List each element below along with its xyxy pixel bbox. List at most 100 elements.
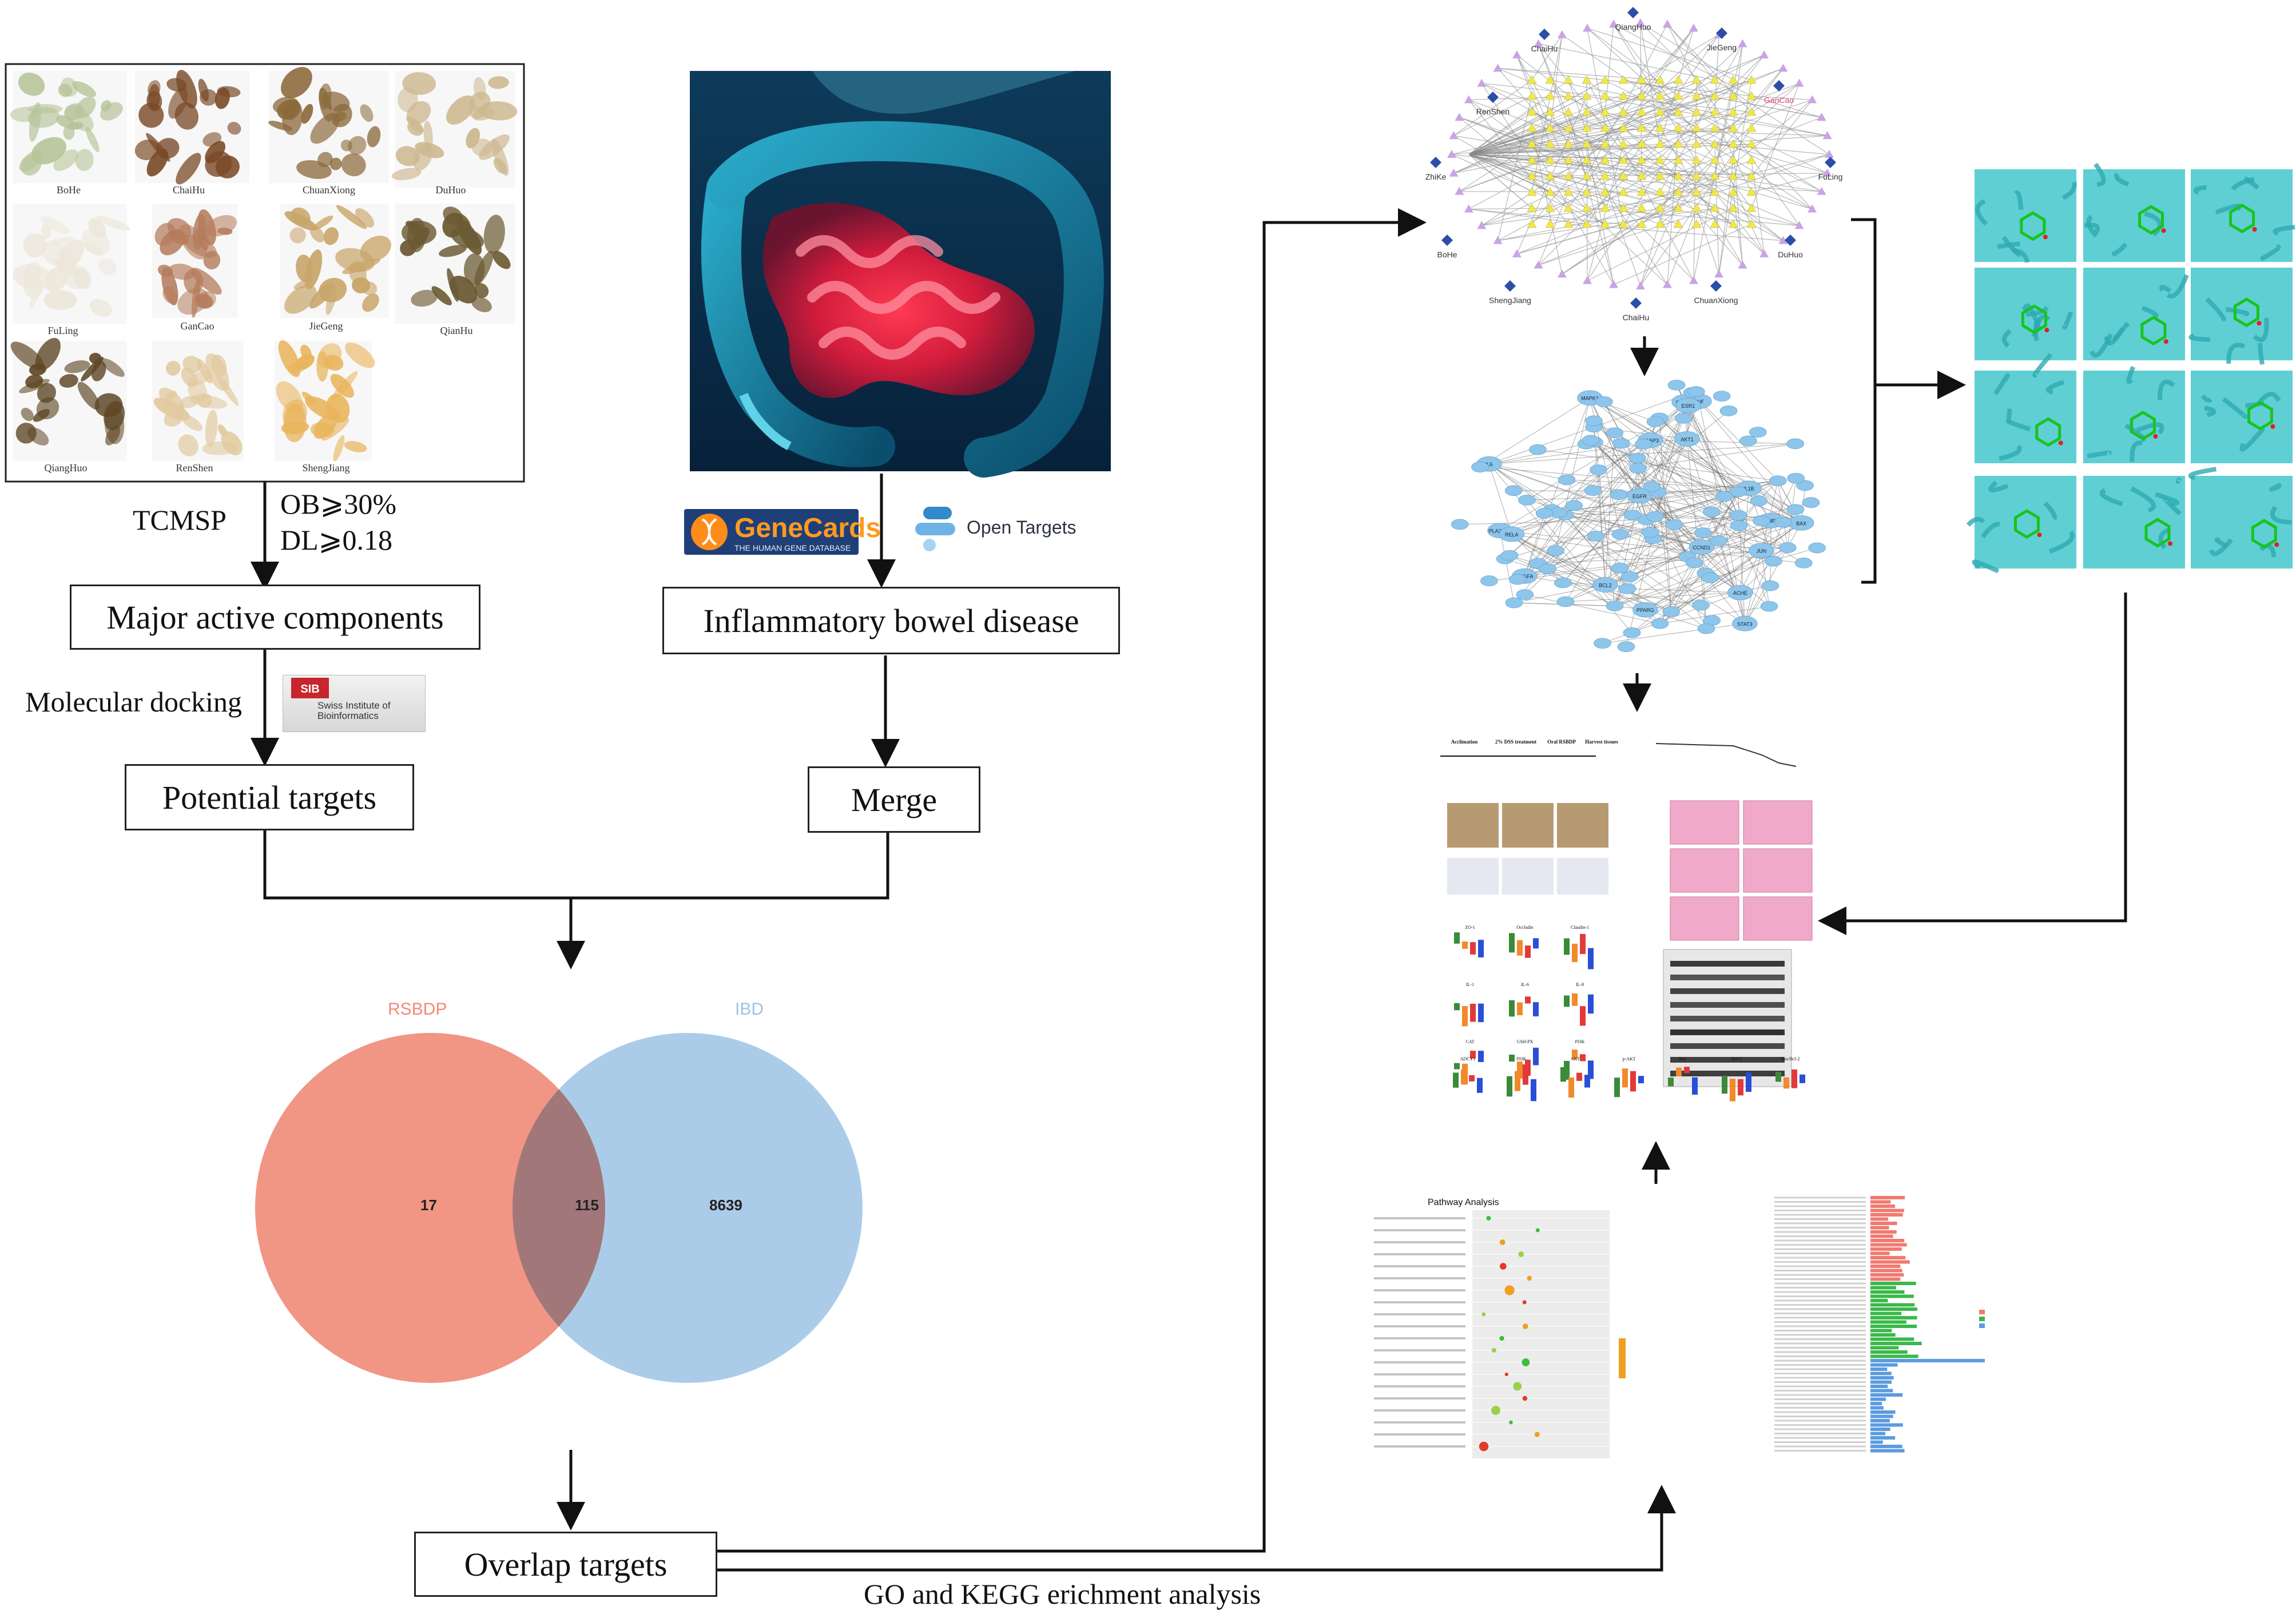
target-node — [1655, 123, 1665, 132]
protein-ribbon — [2258, 343, 2265, 365]
compound-node — [1583, 23, 1592, 32]
go-bar — [1870, 1260, 1910, 1264]
marker-label: Bcl-2 — [1731, 1056, 1742, 1062]
herb-label: BoHe — [57, 184, 81, 196]
compound-node — [1464, 204, 1473, 213]
ppi-edge — [1650, 440, 1675, 525]
ppi-node — [1641, 527, 1659, 538]
marker-bar — [1564, 938, 1570, 955]
go-term-label — [1774, 1441, 1866, 1443]
network-edge — [1468, 154, 1532, 161]
target-node — [1582, 123, 1592, 132]
venn-count-overlap: 115 — [575, 1196, 599, 1214]
compound-node — [1662, 280, 1672, 288]
go-term-label — [1774, 1214, 1866, 1216]
network-edge — [1538, 208, 1679, 266]
target-node — [1636, 139, 1647, 148]
marker-label: Claudin-1 — [1571, 925, 1589, 930]
kegg-term-label — [1374, 1445, 1465, 1448]
kegg-term-label — [1374, 1217, 1465, 1219]
protein-ribbon — [2205, 297, 2227, 322]
marker-bar — [1580, 1006, 1586, 1026]
network-edge — [1468, 208, 1587, 225]
protein-ribbon — [2013, 190, 2024, 210]
protein-ribbon — [2157, 379, 2175, 400]
target-node — [1600, 123, 1610, 132]
target-node — [1636, 75, 1647, 84]
blot-band — [1670, 975, 1785, 980]
ppi-node — [1594, 638, 1611, 649]
herb-piece — [215, 155, 240, 178]
ppi-node — [1620, 571, 1639, 582]
go-bar — [1870, 1428, 1890, 1431]
target-node — [1563, 139, 1574, 148]
network-edge — [1453, 96, 1532, 136]
marker-bar — [1622, 1068, 1628, 1088]
herb-piece — [336, 205, 367, 229]
marker-bar — [1614, 1078, 1620, 1098]
marker-label: PI3K — [1517, 1056, 1527, 1062]
marker-bar — [1584, 1075, 1590, 1088]
blot-band — [1670, 1016, 1785, 1021]
ppi-node — [1794, 558, 1813, 569]
target-node — [1600, 139, 1610, 148]
go-bar — [1870, 1269, 1902, 1273]
protein-ribbon — [2259, 244, 2281, 261]
ppi-node — [1778, 542, 1797, 553]
target-node — [1728, 139, 1738, 148]
network-edge — [1659, 128, 1743, 265]
target-node — [1527, 107, 1537, 116]
ppi-edge — [1659, 418, 1738, 492]
target-node — [1600, 91, 1610, 100]
ppi-node — [1802, 497, 1820, 508]
target-node — [1655, 91, 1665, 100]
ppi-node — [1719, 406, 1738, 416]
kegg-term-label — [1374, 1241, 1465, 1243]
herb-node — [1773, 80, 1785, 92]
go-term-label — [1774, 1355, 1866, 1357]
ppi-node-label: IL6 — [1485, 462, 1493, 467]
target-node — [1618, 187, 1628, 196]
herb-piece — [284, 104, 299, 119]
herb-piece — [153, 397, 190, 421]
herb-piece — [446, 95, 475, 125]
go-term-label — [1774, 1308, 1866, 1310]
marker-bar — [1477, 1078, 1483, 1093]
kegg-term-label — [1374, 1409, 1465, 1412]
ppi-node-label: EGFR — [1632, 494, 1647, 499]
kegg-bubble-chart — [1374, 1210, 1626, 1458]
network-edge — [1468, 154, 1679, 209]
ligand-atom — [2153, 434, 2158, 439]
ligand-molecule — [2247, 400, 2273, 431]
ppi-node — [1774, 516, 1792, 528]
herb-piece — [21, 408, 34, 422]
go-bar — [1870, 1376, 1894, 1380]
go-term-label — [1774, 1304, 1866, 1306]
protein-ribbon — [2025, 305, 2049, 317]
go-legend-swatch — [1979, 1310, 1985, 1314]
target-node — [1582, 107, 1592, 116]
network-edge — [1497, 67, 1752, 177]
target-node — [1710, 155, 1720, 164]
target-node — [1527, 91, 1537, 100]
herb-piece — [442, 212, 464, 238]
network-edge — [1751, 96, 1822, 118]
kegg-bubble — [1522, 1300, 1527, 1305]
kegg-term-label — [1374, 1229, 1465, 1231]
herb-piece — [88, 218, 106, 238]
network-edge — [1468, 79, 1679, 155]
ligand-atom — [2163, 339, 2168, 344]
target-node — [1618, 91, 1628, 100]
ppi-edge — [1500, 530, 1804, 563]
compound-node — [1636, 281, 1645, 289]
marker-bar — [1730, 1079, 1735, 1102]
target-node — [1527, 123, 1537, 132]
ppi-node — [1451, 519, 1469, 530]
ppi-node — [1665, 519, 1683, 530]
venn-circle-rsbdp — [255, 1033, 605, 1383]
go-bar — [1870, 1213, 1903, 1217]
ppi-edge — [1500, 530, 1515, 603]
kegg-term-label — [1374, 1421, 1465, 1424]
protein-ribbon — [2043, 501, 2057, 521]
herb-piece — [41, 216, 70, 234]
